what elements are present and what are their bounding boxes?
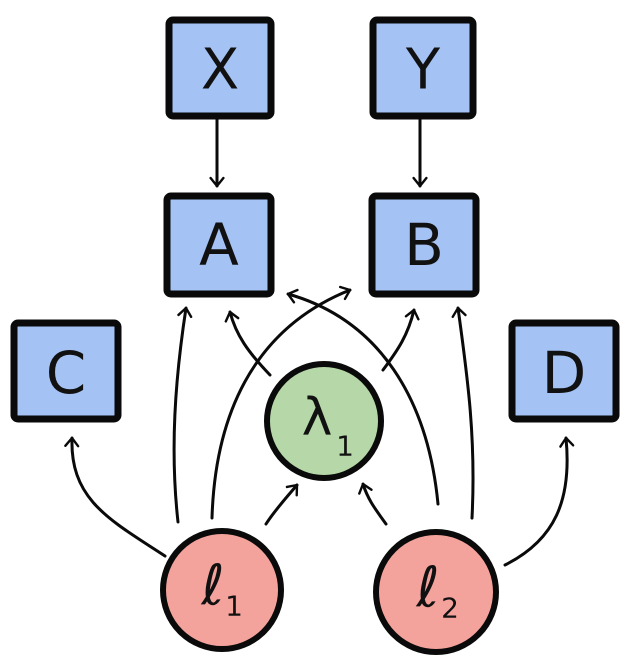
edge-l2-to-d [503, 436, 575, 567]
node-l1-subscript: 1 [225, 590, 243, 623]
node-c-box [10, 319, 122, 423]
node-lambda1: λ 1 [264, 361, 384, 481]
edge-l1-to-b [210, 285, 352, 520]
node-y: Y [369, 16, 477, 120]
node-l1-circle [160, 528, 284, 652]
edges [64, 114, 575, 567]
node-a-label: A [199, 211, 239, 279]
node-c-label: C [46, 339, 87, 407]
node-l1-label: ℓ [200, 554, 224, 619]
edge-l2-to-a [286, 288, 440, 506]
node-a: A [163, 192, 275, 298]
node-y-box [369, 16, 477, 120]
node-l2-label: ℓ [415, 556, 439, 621]
edge-lambda-to-a [224, 310, 272, 377]
edge-l2-to-lambda [358, 482, 388, 526]
node-x-label: X [201, 38, 239, 103]
node-c: C [10, 319, 122, 423]
node-lambda1-circle [264, 361, 384, 481]
node-d-label: D [542, 339, 587, 407]
node-l2-subscript: 2 [441, 592, 459, 625]
node-x: X [165, 16, 275, 120]
node-b-label: B [404, 211, 444, 279]
node-lambda1-subscript: 1 [336, 430, 354, 463]
edge-l1-to-a [172, 306, 193, 524]
node-d: D [508, 319, 620, 423]
node-d-box [508, 319, 620, 423]
node-l2: ℓ 2 [373, 529, 499, 655]
node-y-label: Y [405, 38, 441, 103]
node-l1: ℓ 1 [160, 528, 284, 652]
node-x-box [165, 16, 275, 120]
node-b-box [368, 192, 480, 298]
node-b: B [368, 192, 480, 298]
edge-lambda-to-b [381, 308, 420, 372]
node-a-box [163, 192, 275, 298]
edge-l1-to-lambda [264, 483, 299, 526]
node-lambda1-label: λ [302, 388, 333, 448]
node-l2-circle [373, 529, 499, 655]
edge-l2-to-b [451, 306, 475, 520]
edge-l1-to-c [64, 436, 167, 558]
